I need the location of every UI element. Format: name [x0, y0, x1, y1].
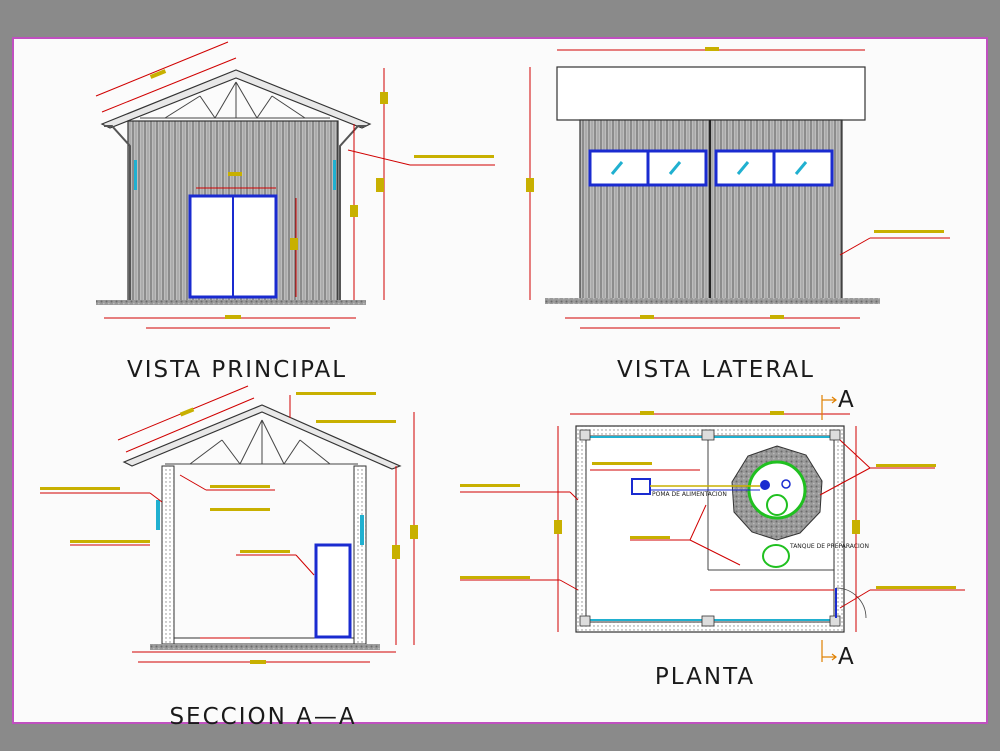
planta: POMA DE ALIMENTACION TANQUE DE PREPARACI… — [460, 387, 965, 690]
downpipe-left — [104, 125, 131, 300]
downpipe-right — [339, 125, 366, 300]
title-seccion: SECCION A—A — [169, 704, 356, 730]
pipe-box — [631, 478, 651, 495]
section-mark-bottom: A — [838, 644, 856, 670]
wall-right-seccion — [353, 465, 367, 645]
wall-left-seccion — [161, 465, 175, 645]
dimensions-planta — [460, 413, 965, 632]
label-tank: TANQUE DE PREPARACION — [789, 543, 869, 550]
title-vista-principal: VISTA PRINCIPAL — [127, 357, 347, 383]
vista-lateral: VISTA LATERAL — [526, 47, 950, 383]
window-strip-right — [333, 160, 336, 190]
roof-lateral — [556, 66, 866, 121]
door-seccion — [314, 543, 352, 639]
section-mark-top: A — [838, 387, 856, 413]
truss-principal — [140, 81, 330, 119]
door-swing — [835, 587, 867, 619]
roof-seccion — [122, 404, 402, 470]
windows-lateral — [588, 149, 834, 187]
vista-principal: VISTA PRINCIPAL — [95, 41, 495, 383]
section-marks — [821, 395, 837, 662]
floor-seccion — [173, 637, 355, 645]
seccion-a-a: SECCION A—A — [40, 385, 418, 730]
dim-texts-seccion — [40, 392, 418, 664]
roof-principal — [100, 69, 372, 129]
toilet — [762, 544, 790, 568]
truss-seccion — [165, 419, 358, 465]
dim-texts-planta — [460, 411, 956, 589]
ground-lateral — [545, 298, 880, 304]
window-strip-left — [134, 160, 137, 190]
title-planta: PLANTA — [655, 664, 755, 690]
title-vista-lateral: VISTA LATERAL — [617, 357, 815, 383]
dim-texts-principal — [149, 69, 494, 319]
dim-texts-lateral — [526, 47, 944, 319]
label-pipe: POMA DE ALIMENTACION — [652, 491, 727, 498]
dimensions-lateral — [529, 49, 950, 329]
ground-seccion — [150, 644, 380, 650]
ground-principal — [96, 300, 366, 305]
